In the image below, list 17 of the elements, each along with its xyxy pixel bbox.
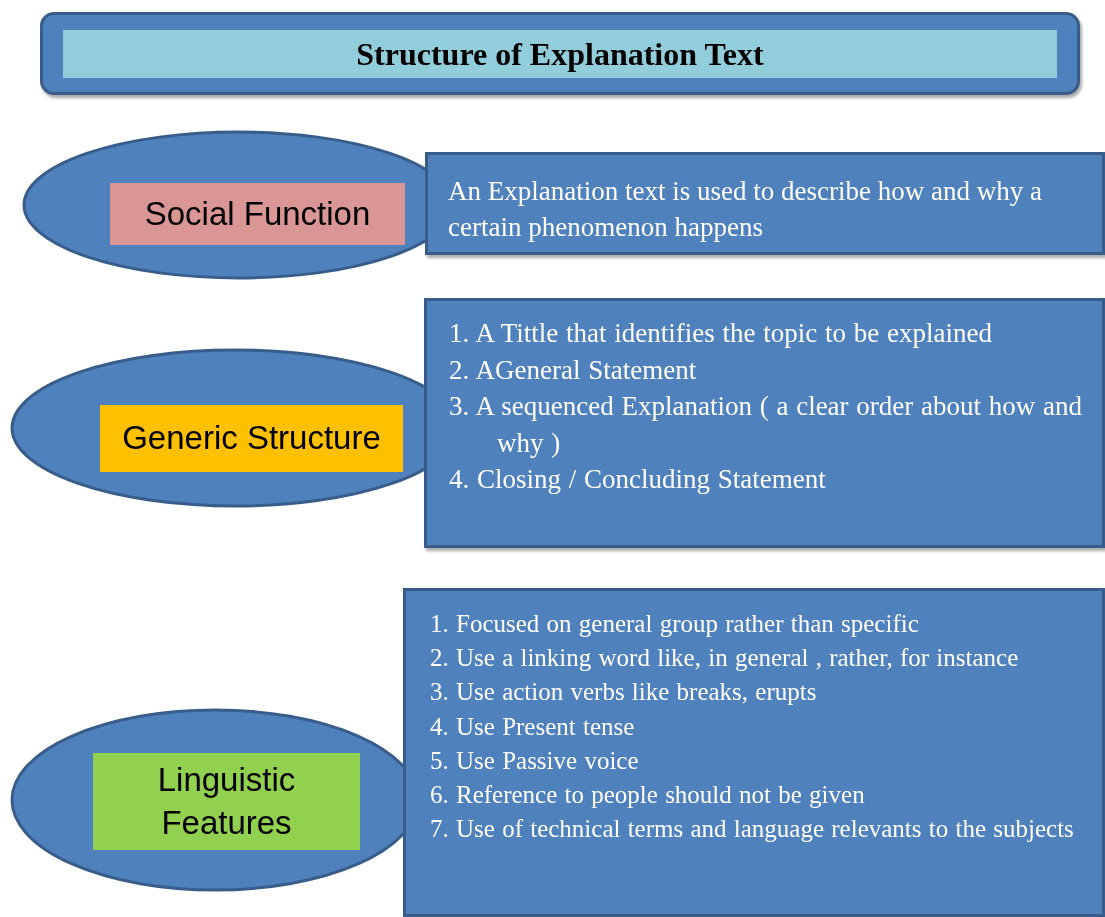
label-box: Linguistic Features	[93, 753, 360, 850]
list-item: 5. Use Passive voice	[430, 745, 640, 776]
list-item: 7. Use of technical terms and language relevants to the subjects	[430, 814, 1075, 845]
title: Structure of Explanation Text	[63, 30, 1057, 78]
list-item: 2. AGeneral Statement	[449, 353, 698, 387]
list-item: 2. Use a linking word like, in general , rather, for instance	[430, 643, 1020, 674]
list-item: 1. A Tittle that identifies the topic to be explained	[449, 317, 993, 350]
list-item: 6. Reference to people should not be given	[430, 780, 866, 810]
description-text: An Explanation text is used to describe how and why a certain phenomenon happens	[448, 176, 1042, 242]
list-item: 4. Closing / Concluding Statement	[449, 463, 827, 496]
label-box: Social Function	[110, 183, 405, 245]
list-item: 1. Focused on general group rather than specific	[430, 609, 920, 639]
list-item: 3. Use action verbs like breaks, erupts	[430, 677, 818, 708]
list-item: 3. A sequenced Explanation ( a clear order about how and why )	[449, 390, 1084, 460]
label-box: Generic Structure	[100, 405, 403, 472]
list-item: 4. Use Present tense	[430, 711, 636, 742]
description-box	[425, 152, 1105, 255]
